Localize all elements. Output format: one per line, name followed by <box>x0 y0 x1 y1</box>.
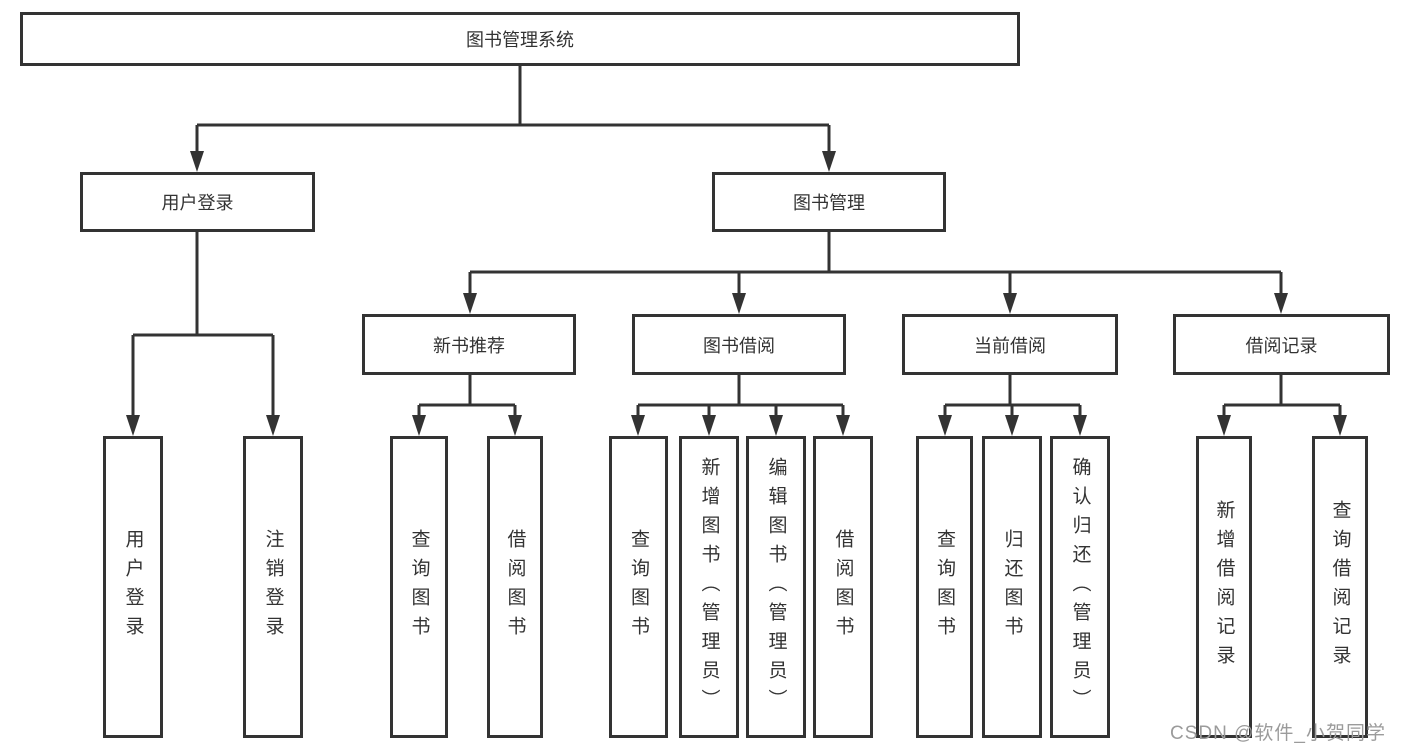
leaf-query-books: 查询图书 <box>390 436 448 738</box>
arrow-down-icon <box>732 293 746 314</box>
connector-borrowrecord-to-leaves <box>1222 375 1342 416</box>
arrow-down-icon <box>190 151 204 172</box>
connector-bookmgmt-to-level3 <box>468 232 1283 294</box>
arrow-down-icon <box>412 415 426 436</box>
arrow-down-icon <box>1003 293 1017 314</box>
arrow-down-icon <box>1333 415 1347 436</box>
connector-currentborrow-to-leaves <box>943 375 1082 416</box>
arrow-down-icon <box>836 415 850 436</box>
arrow-down-icon <box>631 415 645 436</box>
leaf-logout: 注销登录 <box>243 436 303 738</box>
arrow-down-icon <box>769 415 783 436</box>
csdn-watermark: CSDN @软件_小贺同学 <box>1170 723 1386 744</box>
leaf-add-books-admin: 新增图书（管理员） <box>679 436 739 738</box>
leaf-query-books: 查询图书 <box>916 436 973 738</box>
leaf-borrow-books: 借阅图书 <box>813 436 873 738</box>
arrow-down-icon <box>266 415 280 436</box>
leaf-borrow-books: 借阅图书 <box>487 436 543 738</box>
arrow-down-icon <box>1217 415 1231 436</box>
leaf-confirm-return-admin: 确认归还（管理员） <box>1050 436 1110 738</box>
arrow-down-icon <box>463 293 477 314</box>
leaf-add-borrow-record: 新增借阅记录 <box>1196 436 1252 738</box>
leaf-edit-books-admin: 编辑图书（管理员） <box>746 436 806 738</box>
leaf-return-books: 归还图书 <box>982 436 1042 738</box>
connector-bookborrow-to-leaves <box>636 375 845 416</box>
arrow-down-icon <box>822 151 836 172</box>
connector-newbookrec-to-leaves <box>417 375 517 416</box>
node-book-management: 图书管理 <box>712 172 946 232</box>
node-new-book-recommendation: 新书推荐 <box>362 314 576 375</box>
node-user-login: 用户登录 <box>80 172 315 232</box>
arrow-down-icon <box>126 415 140 436</box>
arrow-down-icon <box>938 415 952 436</box>
node-current-borrowing: 当前借阅 <box>902 314 1118 375</box>
arrow-down-icon <box>508 415 522 436</box>
node-book-borrowing: 图书借阅 <box>632 314 846 375</box>
arrow-down-icon <box>702 415 716 436</box>
arrow-down-icon <box>1073 415 1087 436</box>
leaf-query-borrow-record: 查询借阅记录 <box>1312 436 1368 738</box>
connector-root-to-level2 <box>195 66 831 152</box>
node-root-library-system: 图书管理系统 <box>20 12 1020 66</box>
leaf-query-books: 查询图书 <box>609 436 668 738</box>
leaf-user-login: 用户登录 <box>103 436 163 738</box>
arrow-down-icon <box>1274 293 1288 314</box>
connector-userlogin-to-leaves <box>131 232 275 416</box>
node-borrowing-records: 借阅记录 <box>1173 314 1390 375</box>
arrow-down-icon <box>1005 415 1019 436</box>
